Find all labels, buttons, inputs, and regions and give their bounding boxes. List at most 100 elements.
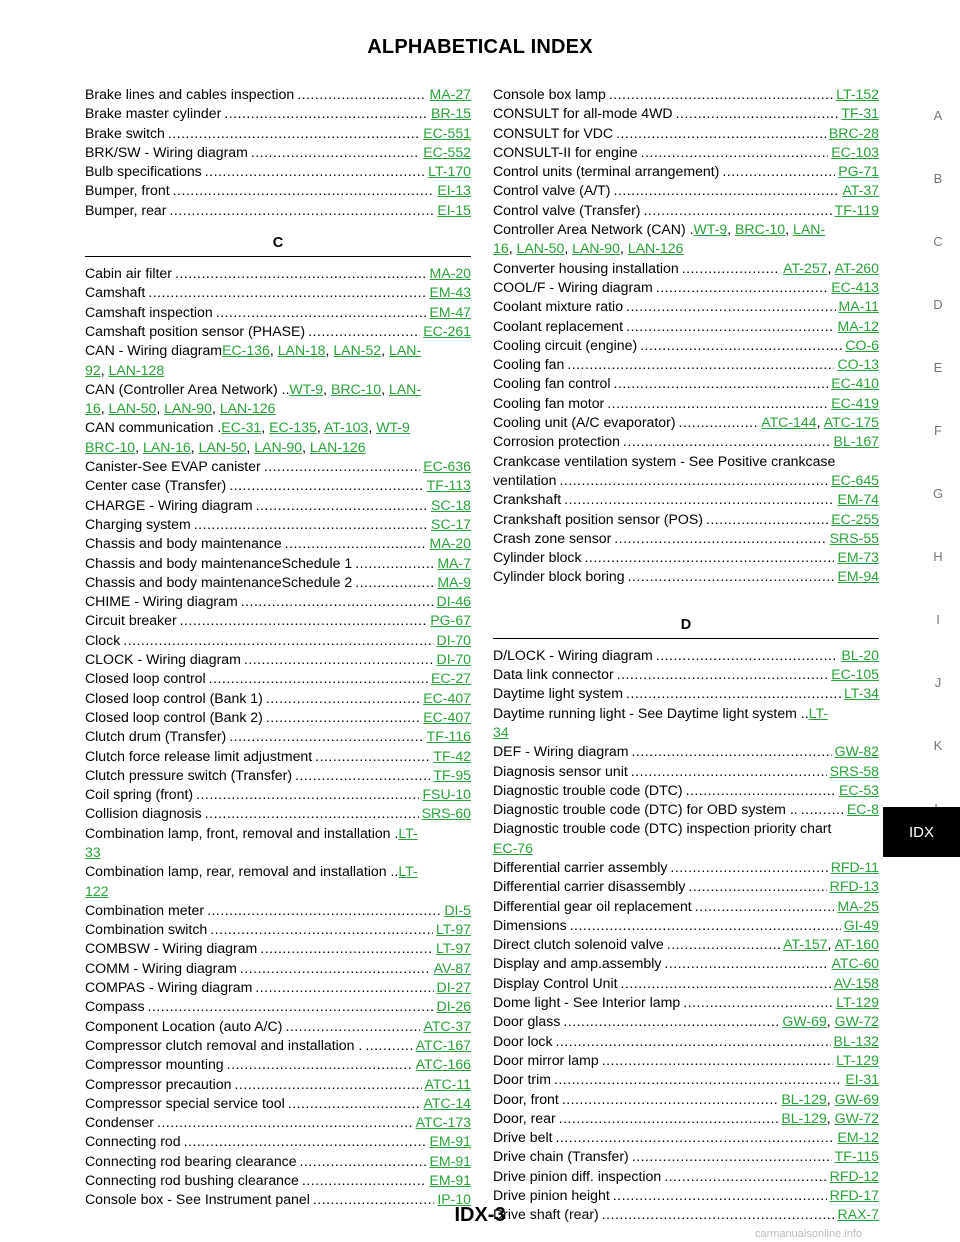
reference-link[interactable]: AV-87 [433,959,471,976]
reference-link[interactable]: 34 [493,723,509,740]
reference-link[interactable]: TF-95 [433,766,471,783]
reference-link[interactable]: GW-69 [834,1090,879,1107]
reference-link[interactable]: LT-129 [836,994,879,1011]
reference-link[interactable]: DI-46 [436,593,471,610]
reference-link[interactable]: BRC-10 [735,221,786,238]
reference-link[interactable]: EC-407 [423,708,471,725]
reference-link[interactable]: EC-413 [831,278,879,295]
reference-link[interactable]: LAN-18 [277,342,326,359]
reference-link[interactable]: LT-129 [836,1051,879,1068]
reference-link[interactable]: DI-70 [436,631,471,648]
reference-link[interactable]: WT-9 [376,419,410,436]
reference-link[interactable]: LAN-50 [516,240,565,257]
reference-link[interactable]: MA-12 [837,317,879,334]
side-letter-e[interactable]: E [933,360,943,375]
reference-link[interactable]: LAN-128 [108,361,165,378]
reference-link[interactable]: ATC-11 [424,1075,471,1092]
reference-link[interactable]: TF-42 [433,747,471,764]
reference-link[interactable]: 33 [85,843,101,860]
side-letter-h[interactable]: H [933,549,943,564]
reference-link[interactable]: BL-129 [781,1090,827,1107]
reference-link[interactable]: ATC-167 [415,1036,471,1053]
reference-link[interactable]: SC-17 [431,515,471,532]
reference-link[interactable]: LAN-52 [333,342,382,359]
reference-link[interactable]: BRC-10 [85,438,136,455]
reference-link[interactable]: LAN- [793,221,826,238]
reference-link[interactable]: ATC-166 [415,1056,471,1073]
idx-tab[interactable]: IDX [883,807,960,857]
reference-link[interactable]: LAN-90 [164,400,212,417]
reference-link[interactable]: MA-20 [429,535,471,552]
reference-link[interactable]: TF-119 [834,201,879,218]
reference-link[interactable]: PG-67 [430,612,471,629]
reference-link[interactable]: AT-160 [834,936,879,953]
reference-link[interactable]: EC-261 [423,322,471,339]
reference-link[interactable]: LT- [808,704,828,721]
reference-link[interactable]: ATC-60 [831,955,879,972]
reference-link[interactable]: FSU-10 [422,786,471,803]
reference-link[interactable]: RFD-12 [829,1167,879,1184]
reference-link[interactable]: LT-170 [428,163,471,180]
reference-link[interactable]: TF-113 [426,477,471,494]
reference-link[interactable]: LAN-126 [627,240,684,257]
reference-link[interactable]: EC-410 [831,375,879,392]
reference-link[interactable]: 92 [85,361,101,378]
reference-link[interactable]: GI-49 [843,916,879,933]
reference-link[interactable]: DI-5 [444,901,471,918]
reference-link[interactable]: GW-69 [782,1013,827,1030]
reference-link[interactable]: GW-82 [834,743,879,760]
reference-link[interactable]: EC-551 [423,124,471,141]
reference-link[interactable]: BR-15 [431,105,471,122]
reference-link[interactable]: LAN-126 [309,438,366,455]
reference-link[interactable]: EC-8 [846,801,879,818]
reference-link[interactable]: RAX-7 [837,1206,879,1223]
reference-link[interactable]: 122 [85,882,109,899]
reference-link[interactable]: TF-115 [834,1148,879,1165]
reference-link[interactable]: EI-31 [845,1071,879,1088]
side-letter-i[interactable]: I [936,612,940,627]
reference-link[interactable]: AT-37 [842,182,879,199]
reference-link[interactable]: BL-20 [841,646,879,663]
reference-link[interactable]: LT- [398,863,418,880]
reference-link[interactable]: EC-31 [221,419,262,436]
reference-link[interactable]: EM-91 [429,1172,471,1189]
reference-link[interactable]: RFD-13 [829,878,879,895]
reference-link[interactable]: CO-6 [845,336,879,353]
reference-link[interactable]: BL-167 [833,433,879,450]
reference-link[interactable]: LAN-90 [254,438,303,455]
reference-link[interactable]: BRC-28 [828,124,879,141]
side-letter-c[interactable]: C [933,234,943,249]
reference-link[interactable]: WT-9 [289,380,324,397]
reference-link[interactable]: EI-13 [437,182,471,199]
reference-link[interactable]: EC-645 [831,471,879,488]
reference-link[interactable]: SC-18 [431,496,471,513]
reference-link[interactable]: SRS-60 [421,805,471,822]
reference-link[interactable]: IP-10 [437,1191,471,1208]
reference-link[interactable]: DI-26 [436,998,471,1015]
reference-link[interactable]: TF-116 [426,728,471,745]
side-letter-g[interactable]: G [932,486,944,501]
reference-link[interactable]: EC-419 [831,394,879,411]
reference-link[interactable]: LT-34 [844,685,879,702]
reference-link[interactable]: LAN- [388,380,422,397]
side-letter-f[interactable]: F [934,423,942,438]
reference-link[interactable]: LAN-50 [198,438,247,455]
reference-link[interactable]: ATC-37 [423,1017,471,1034]
reference-link[interactable]: EM-12 [837,1129,879,1146]
reference-link[interactable]: DI-70 [436,651,471,668]
reference-link[interactable]: MA-9 [437,573,471,590]
reference-link[interactable]: EM-91 [429,1133,471,1150]
reference-link[interactable]: LAN-90 [572,240,620,257]
reference-link[interactable]: EI-15 [437,201,471,218]
reference-link[interactable]: AV-158 [833,974,879,991]
reference-link[interactable]: EM-43 [429,284,471,301]
reference-link[interactable]: LAN-16 [142,438,191,455]
side-letter-j[interactable]: J [934,675,942,690]
reference-link[interactable]: EM-94 [837,568,879,585]
reference-link[interactable]: EC-407 [423,689,471,706]
reference-link[interactable]: MA-20 [429,265,471,282]
reference-link[interactable]: GW-72 [834,1013,879,1030]
reference-link[interactable]: EM-73 [837,549,879,566]
dtc-chart-ref[interactable]: EC-76 [493,839,533,856]
reference-link[interactable]: CO-13 [837,356,879,373]
